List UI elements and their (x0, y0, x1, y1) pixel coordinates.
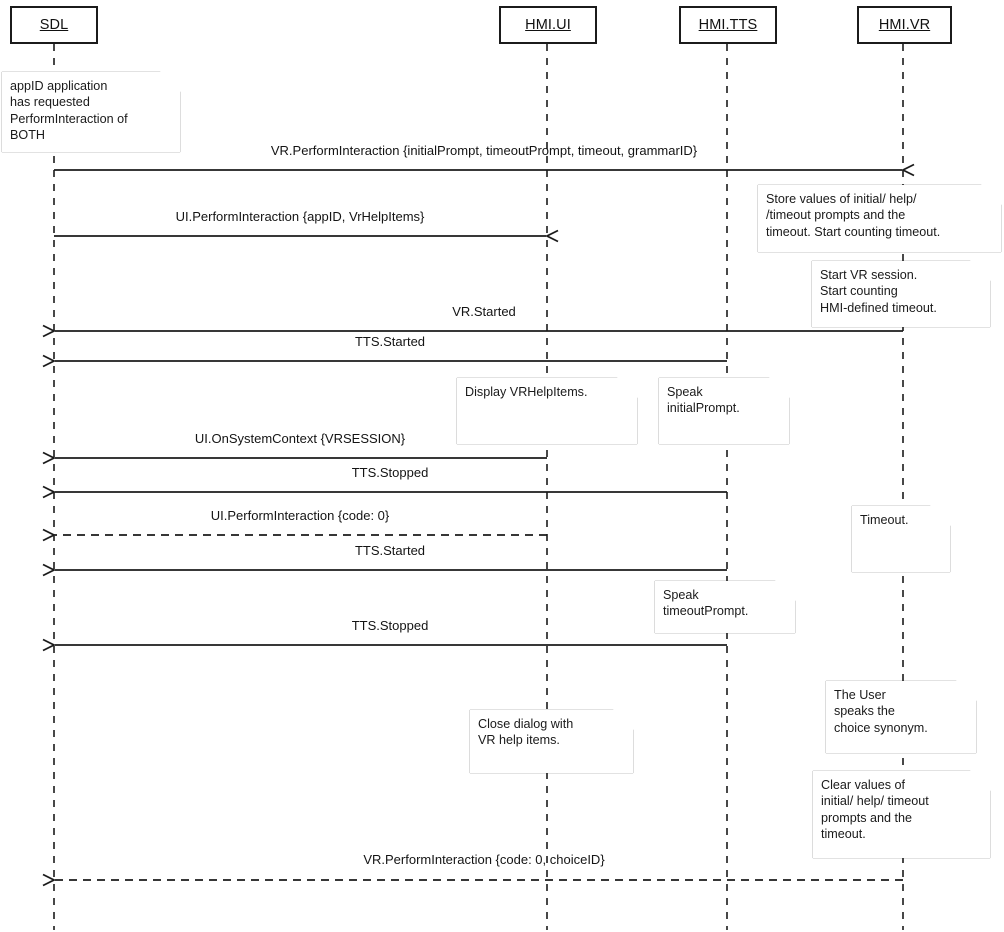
message-arrowhead-tts-started-2 (42, 563, 57, 577)
message-arrowhead-vr-performinteraction-res (42, 873, 57, 887)
note-clear-values: Clear values of initial/ help/ timeout p… (813, 771, 990, 858)
message-arrowhead-vr-performinteraction-req (900, 163, 915, 177)
message-arrowhead-tts-stopped-1 (42, 485, 57, 499)
note-store-values: Store values of initial/ help/ /timeout … (758, 185, 1001, 252)
note-start-session: Start VR session. Start counting HMI-def… (812, 261, 990, 327)
message-label-tts-started-1: TTS.Started (354, 334, 426, 349)
lifeline-header-hmi-ui[interactable]: HMI.UI (499, 6, 597, 44)
message-label-ui-onsystemcontext: UI.OnSystemContext {VRSESSION} (194, 431, 406, 446)
message-label-tts-stopped-1: TTS.Stopped (351, 465, 429, 480)
message-arrowhead-ui-performinteraction-req (544, 229, 559, 243)
message-arrowhead-ui-onsystemcontext (42, 451, 57, 465)
message-label-vr-performinteraction-req: VR.PerformInteraction {initialPrompt, ti… (270, 143, 698, 158)
message-label-tts-started-2: TTS.Started (354, 543, 426, 558)
message-label-tts-stopped-2: TTS.Stopped (351, 618, 429, 633)
message-label-ui-performinteraction-res: UI.PerformInteraction {code: 0} (210, 508, 390, 523)
note-speak-initial: Speak initialPrompt. (659, 378, 789, 444)
message-arrowhead-vr-started (42, 324, 57, 338)
note-user-speaks: The User speaks the choice synonym. (826, 681, 976, 753)
lifeline-header-hmi-vr[interactable]: HMI.VR (857, 6, 952, 44)
lifeline-header-sdl[interactable]: SDL (10, 6, 98, 44)
note-close-dialog: Close dialog with VR help items. (470, 710, 633, 773)
lifeline-label: HMI.VR (878, 17, 931, 33)
lifeline-label: SDL (39, 17, 69, 33)
lifeline-label: HMI.UI (525, 17, 571, 33)
message-label-vr-started: VR.Started (452, 304, 516, 319)
note-appid: appID application has requested PerformI… (2, 72, 180, 152)
lifeline-label: HMI.TTS (698, 17, 758, 33)
message-arrowhead-tts-started-1 (42, 354, 57, 368)
message-arrowhead-ui-performinteraction-res (42, 528, 57, 542)
message-arrowhead-tts-stopped-2 (42, 638, 57, 652)
message-label-ui-performinteraction-req: UI.PerformInteraction {appID, VrHelpItem… (175, 209, 425, 224)
lifeline-header-hmi-tts[interactable]: HMI.TTS (679, 6, 777, 44)
note-timeout: Timeout. (852, 506, 950, 572)
note-display-help: Display VRHelpItems. (457, 378, 637, 444)
note-speak-timeout: Speak timeoutPrompt. (655, 581, 795, 633)
message-label-vr-performinteraction-res: VR.PerformInteraction {code: 0, choiceID… (363, 852, 605, 867)
